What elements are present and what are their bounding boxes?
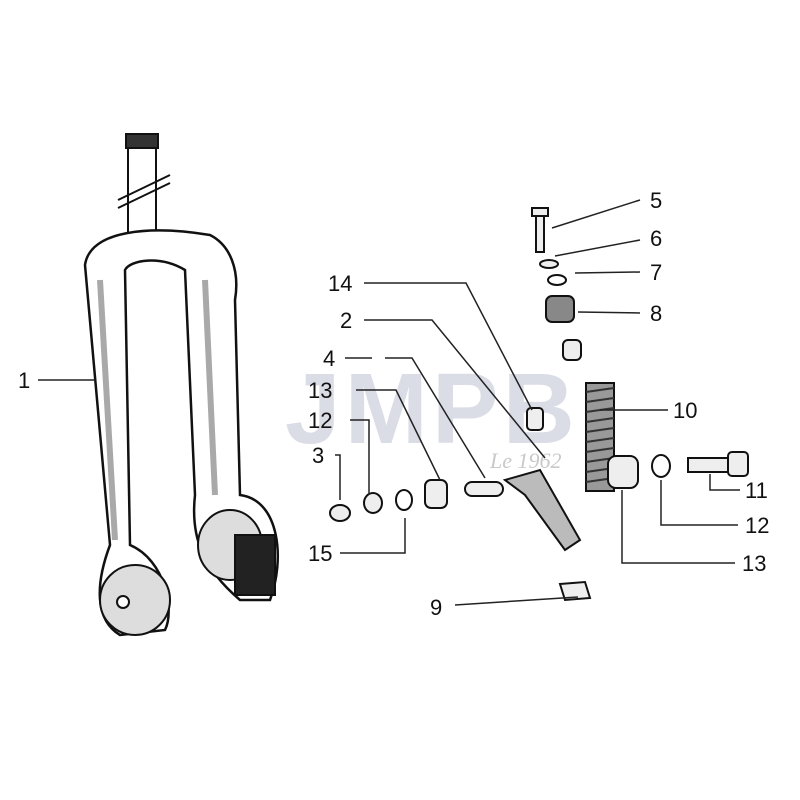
callout-3: 3 [312, 443, 325, 468]
callout-9: 9 [430, 595, 443, 620]
leader-lines [38, 199, 740, 606]
swing-arm-2 [502, 468, 582, 552]
callout-12-right: 12 [745, 513, 770, 538]
callout-11: 11 [745, 478, 768, 503]
callout-10: 10 [673, 398, 698, 423]
callout-4: 4 [323, 346, 336, 371]
washer-12-right [651, 454, 671, 478]
parts [329, 207, 749, 602]
callout-6: 6 [650, 226, 663, 251]
bolt-5 [535, 211, 545, 253]
washer-6 [539, 259, 559, 269]
clip-9 [558, 580, 592, 602]
callout-13-right: 13 [742, 551, 767, 576]
washer-15 [395, 489, 413, 511]
washer-12 [363, 492, 383, 514]
fork [83, 133, 280, 637]
callout-8: 8 [650, 301, 663, 326]
bump-stop-14 [526, 407, 544, 431]
bushing-13-right [607, 455, 639, 489]
pin-4 [464, 481, 504, 497]
watermark-logo: JMPB [285, 353, 579, 465]
nut-3 [329, 504, 351, 522]
callout-15: 15 [308, 541, 333, 566]
bushing-13 [424, 479, 448, 509]
bump-stop [562, 339, 582, 361]
spring-cup-8 [545, 295, 575, 323]
callout-12-left: 12 [308, 408, 333, 433]
watermark-subtitle: Le 1962 [490, 448, 562, 473]
callout-13-left: 13 [308, 378, 333, 403]
callout-5: 5 [650, 188, 663, 213]
callout-2: 2 [340, 308, 353, 333]
washer-7 [547, 274, 567, 286]
callout-1: 1 [18, 368, 31, 393]
callout-7: 7 [650, 260, 663, 285]
callout-14: 14 [328, 271, 353, 296]
